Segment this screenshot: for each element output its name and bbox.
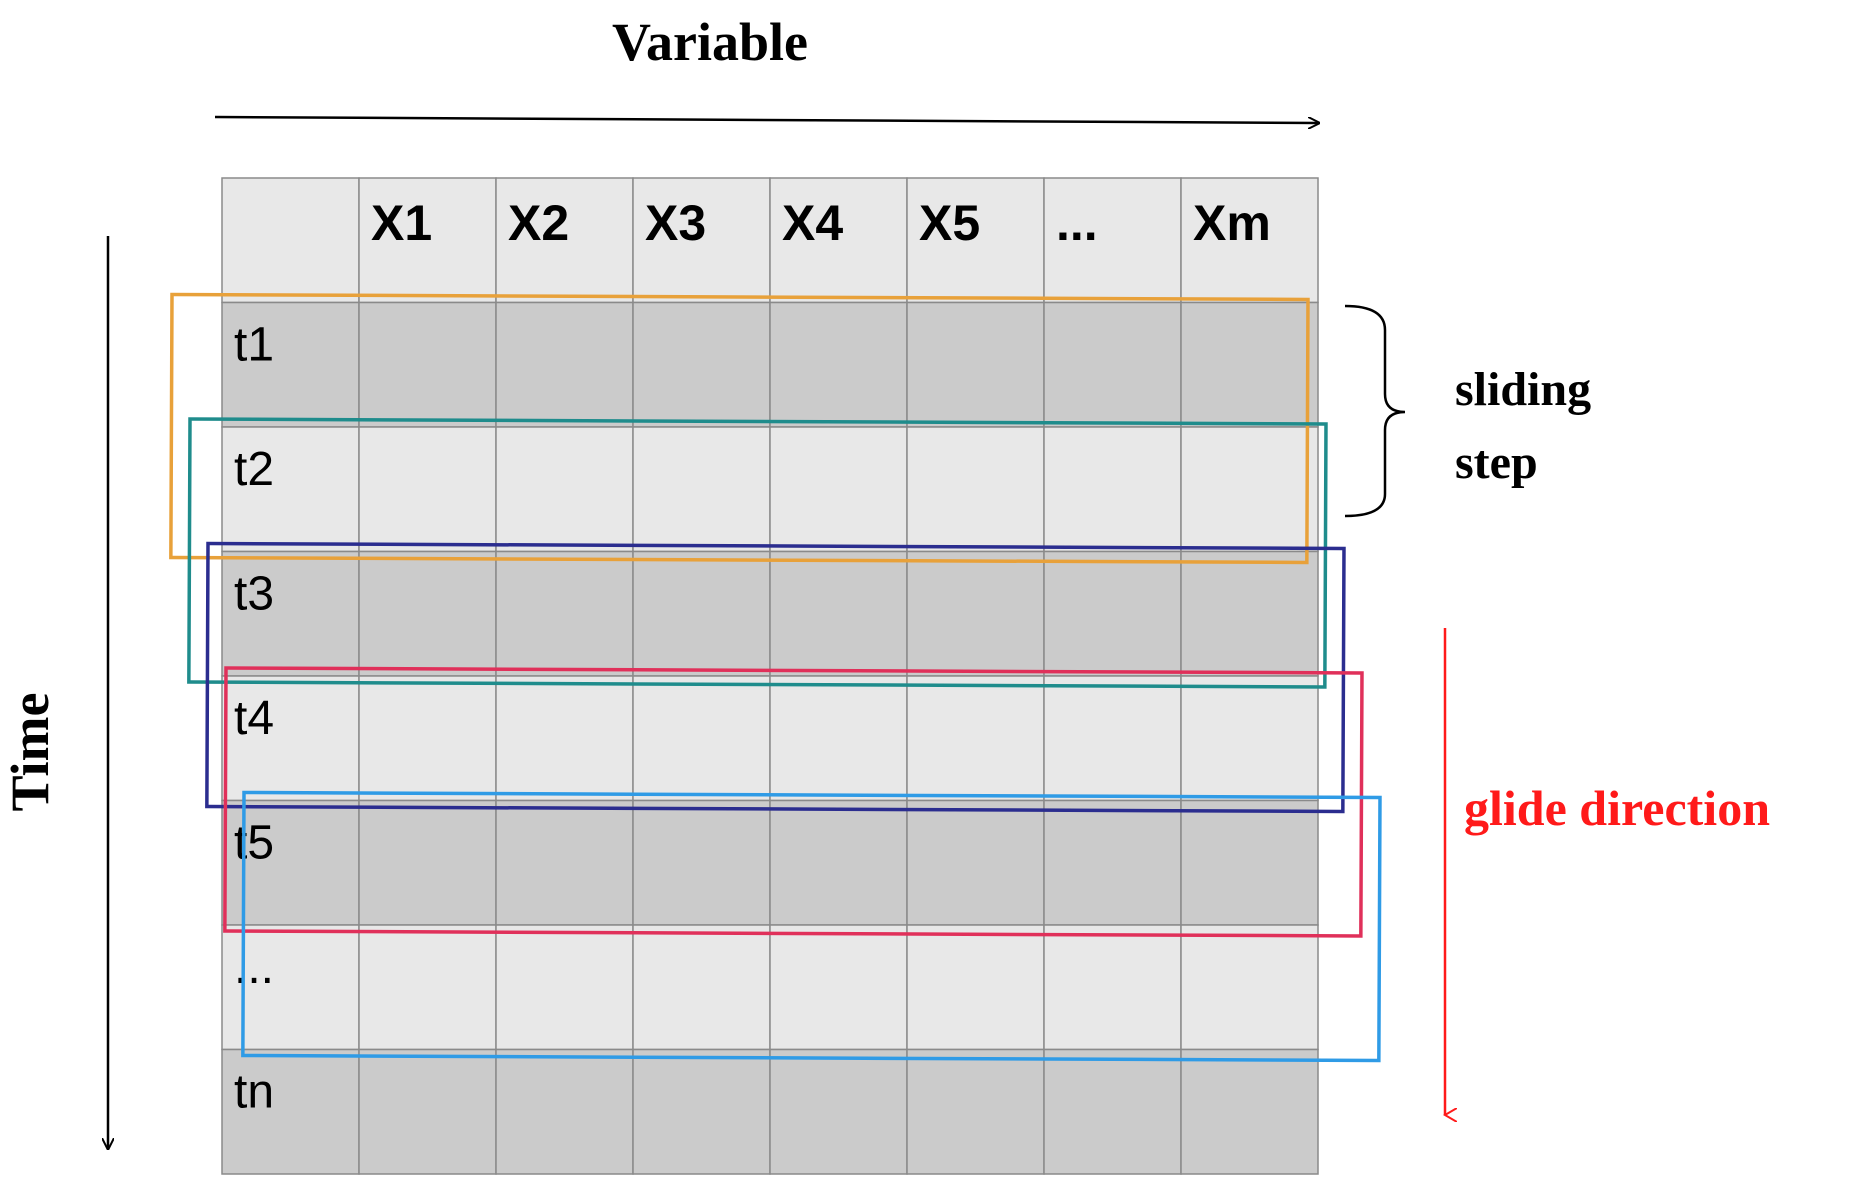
table-cell bbox=[632, 301, 771, 428]
table-cell bbox=[769, 550, 908, 677]
sliding-window-frame bbox=[169, 292, 1310, 565]
row-header-label: t3 bbox=[234, 568, 274, 621]
table-cell bbox=[358, 1048, 497, 1175]
table-cell bbox=[1043, 799, 1182, 926]
row-header-label: tn bbox=[234, 1066, 274, 1119]
sliding-step-brace bbox=[1344, 304, 1406, 518]
table-cell bbox=[632, 550, 771, 677]
table-cell bbox=[1043, 426, 1182, 553]
table-cell bbox=[906, 550, 1045, 677]
table-corner-cell bbox=[221, 177, 360, 304]
column-header-cell bbox=[495, 177, 634, 304]
table-cell bbox=[495, 1048, 634, 1175]
table-cell bbox=[769, 675, 908, 802]
row-header-cell bbox=[221, 426, 360, 553]
table-cell bbox=[769, 799, 908, 926]
table-cell bbox=[769, 426, 908, 553]
table-cell bbox=[495, 675, 634, 802]
column-header-label: X1 bbox=[371, 195, 432, 251]
table-cell bbox=[1043, 301, 1182, 428]
table-cell bbox=[1180, 799, 1319, 926]
column-header-label: X4 bbox=[782, 195, 843, 251]
table-cell bbox=[1180, 1048, 1319, 1175]
table-cell bbox=[358, 675, 497, 802]
table-cell bbox=[495, 550, 634, 677]
sliding-windows bbox=[169, 292, 1382, 1063]
table-cell bbox=[1043, 675, 1182, 802]
table-cell bbox=[495, 799, 634, 926]
column-header-cell bbox=[1043, 177, 1182, 304]
table-cell bbox=[632, 924, 771, 1051]
row-header-cell bbox=[221, 550, 360, 677]
table-cell bbox=[632, 1048, 771, 1175]
column-header-label: ... bbox=[1056, 195, 1098, 251]
table-cell bbox=[769, 1048, 908, 1175]
table-cell bbox=[632, 799, 771, 926]
table-cell bbox=[495, 426, 634, 553]
table-cell bbox=[358, 799, 497, 926]
row-header-label: t5 bbox=[234, 817, 274, 870]
column-header-label: X5 bbox=[919, 195, 980, 251]
table-cell bbox=[906, 799, 1045, 926]
column-header-cell bbox=[1180, 177, 1319, 304]
table-cell bbox=[1180, 924, 1319, 1051]
sliding-window-frame bbox=[241, 790, 1382, 1063]
column-header-label: X2 bbox=[508, 195, 569, 251]
table-cell bbox=[906, 675, 1045, 802]
table-cell bbox=[906, 924, 1045, 1051]
table-cell bbox=[358, 924, 497, 1051]
table-cell bbox=[1180, 675, 1319, 802]
table-cell bbox=[358, 550, 497, 677]
variable-axis-label: Variable bbox=[612, 12, 808, 72]
row-header-label: t2 bbox=[234, 443, 274, 496]
row-header-cell bbox=[221, 675, 360, 802]
table-cell bbox=[632, 675, 771, 802]
table-cell bbox=[495, 924, 634, 1051]
table-cell bbox=[1043, 924, 1182, 1051]
table-cell bbox=[1180, 426, 1319, 553]
table-cell bbox=[906, 426, 1045, 553]
sliding-window-frame bbox=[223, 666, 1364, 938]
table-cell bbox=[632, 426, 771, 553]
table-cell bbox=[906, 1048, 1045, 1175]
table-cell bbox=[1043, 550, 1182, 677]
data-table: X1 X2 X3 X4 X5... Xm t1 t2 t3 t4 t5... tn bbox=[221, 177, 1319, 1175]
row-header-cell bbox=[221, 301, 360, 428]
table-cell bbox=[1043, 1048, 1182, 1175]
table-cell bbox=[906, 301, 1045, 428]
time-axis-label: Time bbox=[0, 693, 60, 812]
table-cell bbox=[358, 426, 497, 553]
sliding-window-frame bbox=[187, 417, 1328, 689]
table-cell bbox=[495, 301, 634, 428]
row-header-label: ... bbox=[234, 941, 274, 994]
row-header-cell bbox=[221, 1048, 360, 1175]
table-cell bbox=[1180, 301, 1319, 428]
sliding-window-frame bbox=[205, 541, 1346, 814]
table-cell bbox=[1180, 550, 1319, 677]
table-cell bbox=[769, 924, 908, 1051]
column-header-label: X3 bbox=[645, 195, 706, 251]
row-header-label: t1 bbox=[234, 319, 274, 372]
table-cell bbox=[769, 301, 908, 428]
sliding-step-label-line2: step bbox=[1455, 436, 1538, 489]
table-cell bbox=[358, 301, 497, 428]
sliding-step-label-line1: sliding bbox=[1455, 363, 1591, 416]
column-header-label: Xm bbox=[1193, 195, 1271, 251]
glide-direction-label: glide direction bbox=[1464, 780, 1770, 836]
row-header-label: t4 bbox=[234, 692, 274, 745]
variable-axis-arrow bbox=[214, 115, 1318, 123]
